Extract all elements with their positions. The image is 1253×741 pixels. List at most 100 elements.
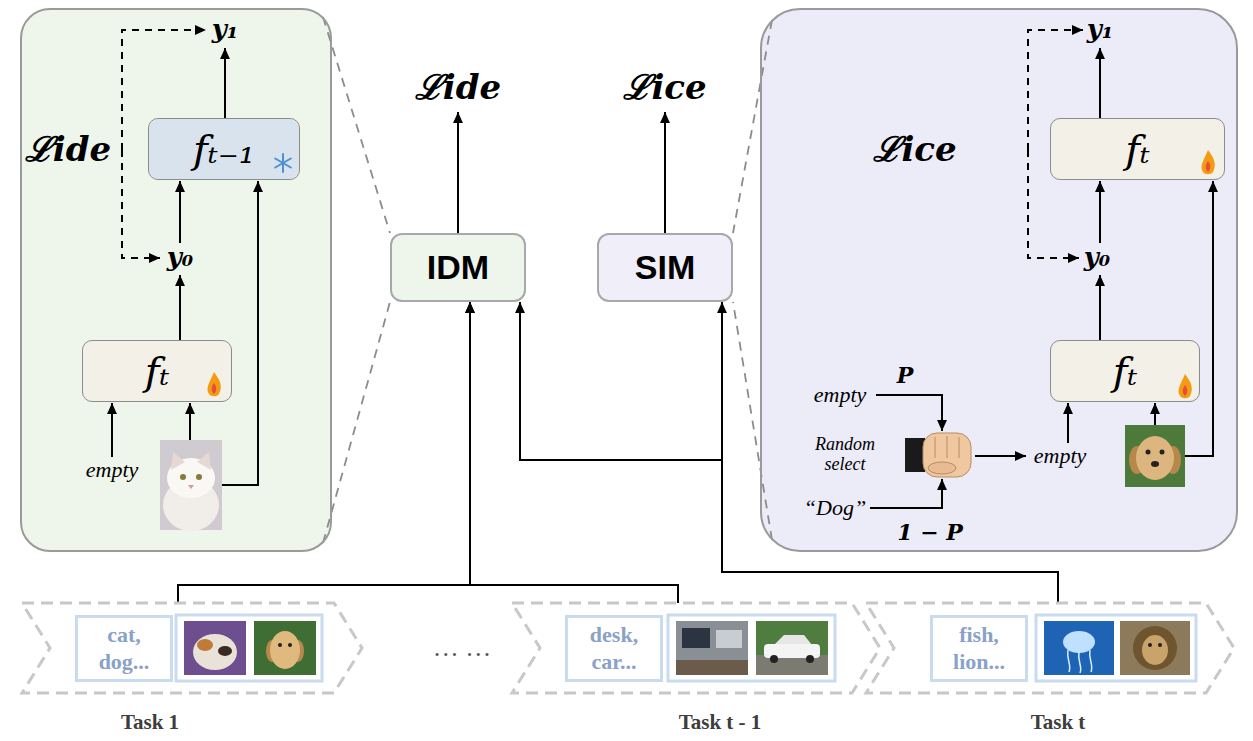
sample-images — [1133, 626, 1177, 670]
cat-photo — [160, 440, 222, 531]
flow-arrow — [179, 181, 181, 243]
sample-images — [770, 655, 778, 663]
node-fill — [1051, 119, 1224, 179]
flow-arrow — [224, 48, 226, 118]
prompt-label: empty — [1034, 443, 1087, 468]
cat-photo — [160, 440, 222, 530]
sample-images — [197, 639, 213, 651]
cat-photo — [188, 485, 194, 489]
node-fill — [83, 341, 231, 401]
sample-images — [176, 615, 322, 681]
probability-label: P — [897, 363, 914, 388]
output-variable: y₀ — [1084, 243, 1111, 273]
probability-label: 1 − P — [897, 520, 963, 545]
sample-images — [806, 655, 814, 663]
dog-photo — [1146, 450, 1151, 455]
sample-images — [756, 621, 828, 675]
module-name: IDM — [427, 248, 489, 287]
sample-images — [716, 630, 742, 648]
feedback-arrow — [1028, 150, 1079, 258]
flow-arrow — [112, 48, 1213, 508]
chevron-outline — [866, 603, 1234, 693]
fist-picture — [923, 433, 971, 477]
model-box: fₜ — [1050, 118, 1225, 180]
model-name: fₜ — [145, 348, 170, 394]
sample-images — [774, 635, 812, 645]
task-name: Task t — [1031, 710, 1086, 734]
node-fill — [1051, 341, 1199, 401]
sample-images — [668, 615, 835, 681]
task-name: Task t - 1 — [679, 710, 762, 734]
fist-picture — [905, 433, 971, 477]
output-variable: y₁ — [1087, 15, 1114, 45]
zoom-line — [323, 17, 390, 543]
snowflake-icon — [275, 154, 291, 172]
flame-icon — [1206, 161, 1211, 172]
flow-arrow — [876, 395, 942, 431]
flow-arrow — [870, 479, 942, 508]
zoom-panel: y₁ℒicey₀PemptyRandom selectempty“Dog”1 −… — [760, 8, 1238, 552]
model-name: fₜ — [1113, 348, 1138, 394]
dog-photo — [1160, 450, 1165, 455]
flame-icon — [208, 372, 221, 396]
cat-photo — [196, 474, 202, 480]
sample-images — [1158, 643, 1162, 647]
loss-label: ℒide — [25, 130, 111, 169]
task-band: Task 1cat, dog... — [22, 603, 362, 693]
fist-picture — [928, 462, 956, 474]
output-variable: y₁ — [212, 15, 239, 45]
node-fill — [21, 9, 1237, 551]
class-list: fish, lion... — [943, 622, 1015, 675]
flow-arrow — [189, 403, 191, 440]
model-box: fₜ₋₁ — [148, 118, 300, 180]
sample-images — [288, 643, 292, 647]
model-box: fₜ — [1050, 340, 1200, 402]
feedback-arrow — [1028, 30, 1083, 150]
fist-picture — [905, 438, 925, 472]
sample-images — [176, 615, 1196, 681]
flow-arrow — [457, 112, 459, 233]
flame-icon — [208, 150, 1215, 398]
loss-label: ℒice — [623, 68, 706, 107]
sample-images — [270, 631, 300, 669]
flame-icon — [1202, 150, 1215, 174]
sample-images — [278, 643, 282, 647]
chevron-outline — [22, 603, 362, 693]
fist-picture — [935, 436, 959, 458]
node-fill — [761, 9, 1237, 551]
sample-images — [1120, 621, 1190, 675]
output-variable: y₀ — [167, 243, 194, 273]
flow-arrow — [1067, 403, 1069, 443]
flame-icon — [212, 383, 217, 394]
cat-photo — [197, 452, 211, 470]
flame-icon — [1202, 150, 1215, 174]
sample-images — [1063, 631, 1095, 653]
flow-arrow — [1154, 403, 1156, 425]
dog-photo — [1125, 425, 1185, 487]
module-name: SIM — [635, 248, 695, 287]
class-list: cat, dog... — [88, 622, 160, 675]
sample-images — [676, 660, 748, 675]
sample-images — [1148, 643, 1152, 647]
model-name: fₜ — [1125, 126, 1150, 172]
module-box: IDM — [390, 233, 526, 302]
data-flow-arrow — [520, 302, 1058, 603]
ellipsis: … … — [433, 633, 492, 663]
sample-images — [1044, 621, 1114, 675]
flow-arrow — [111, 403, 113, 457]
node-fill — [149, 119, 299, 179]
feedback-arrow — [122, 150, 160, 258]
dog-photo — [1125, 425, 1185, 487]
node-fill — [598, 234, 732, 301]
prompt-label: “Dog” — [804, 495, 866, 520]
flow-arrow — [1099, 181, 1101, 243]
node-fill — [21, 9, 331, 551]
loss-label: ℒide — [415, 68, 501, 107]
data-flow-arrow — [722, 302, 1058, 603]
flame-icon — [1183, 385, 1188, 396]
task-name: Task 1 — [121, 710, 179, 734]
chevron-outline — [22, 603, 362, 693]
class-list: desk, car... — [578, 622, 650, 675]
task-band: Task t - 1desk, car... — [512, 603, 880, 693]
flame-icon — [1179, 374, 1192, 398]
